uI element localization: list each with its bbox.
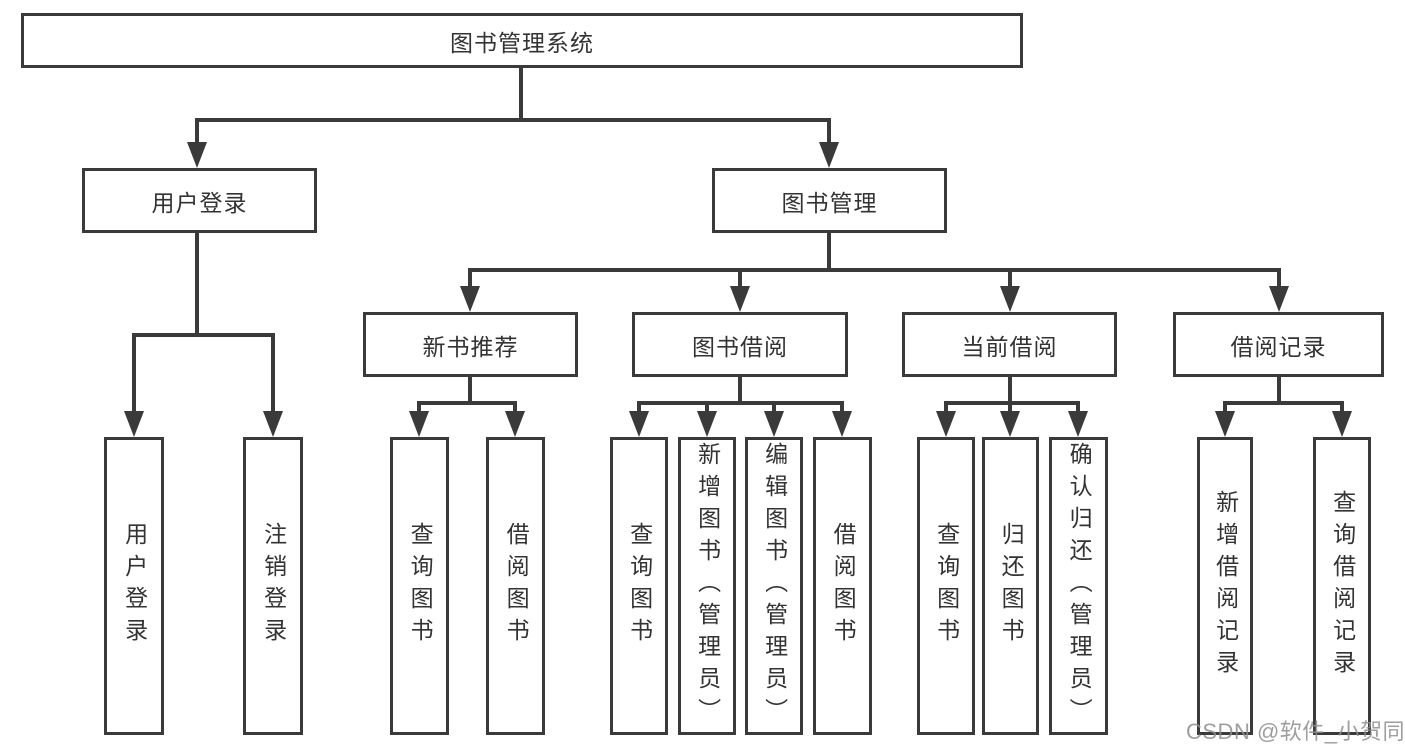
leaf-borrowing-borrow-books-label: 借阅图书 [830,522,857,650]
node-root: 图书管理系统 [21,13,1023,68]
node-book-borrowing: 图书借阅 [632,312,848,377]
leaf-logout: 注销登录 [243,437,303,735]
leaf-borrowing-query-books-label: 查询图书 [626,522,653,650]
leaf-records-query-record-label: 查询借阅记录 [1329,490,1356,682]
node-new-book-recommend-label: 新书推荐 [422,333,519,360]
leaf-current-query-books: 查询图书 [917,437,975,735]
leaf-current-return-books: 归还图书 [982,437,1039,735]
node-user-login-label: 用户登录 [151,189,248,216]
leaf-user-login: 用户登录 [104,437,164,735]
node-new-book-recommend: 新书推荐 [363,312,578,377]
leaf-current-confirm-return-admin-label: 确认归还（管理员） [1066,442,1093,730]
leaf-borrowing-edit-books-admin-label: 编辑图书（管理员） [761,442,788,730]
leaf-newrec-borrow-books-label: 借阅图书 [503,522,530,650]
leaf-newrec-query-books-label: 查询图书 [407,522,434,650]
leaf-current-confirm-return-admin: 确认归还（管理员） [1049,437,1108,735]
node-book-borrowing-label: 图书借阅 [692,333,788,360]
node-borrow-records-label: 借阅记录 [1230,333,1327,360]
leaf-borrowing-edit-books-admin: 编辑图书（管理员） [745,437,803,735]
watermark: CSDN @软件_小贺同学 [1186,719,1405,744]
leaf-newrec-query-books: 查询图书 [390,437,449,735]
leaf-newrec-borrow-books: 借阅图书 [486,437,545,735]
leaf-borrowing-add-books-admin-label: 新增图书（管理员） [694,442,721,730]
leaf-records-add-record: 新增借阅记录 [1197,437,1253,735]
node-book-management: 图书管理 [712,168,947,233]
node-user-login: 用户登录 [82,168,317,233]
leaf-borrowing-add-books-admin: 新增图书（管理员） [678,437,736,735]
leaf-user-login-label: 用户登录 [121,522,148,650]
leaf-borrowing-query-books: 查询图书 [610,437,668,735]
node-book-management-label: 图书管理 [781,189,878,216]
node-borrow-records: 借阅记录 [1173,312,1384,377]
leaf-current-query-books-label: 查询图书 [933,522,960,650]
leaf-current-return-books-label: 归还图书 [998,522,1025,650]
node-root-label: 图书管理系统 [450,29,594,56]
leaf-records-add-record-label: 新增借阅记录 [1212,490,1239,682]
leaf-borrowing-borrow-books: 借阅图书 [813,437,872,735]
node-current-borrowing: 当前借阅 [902,312,1117,377]
leaf-records-query-record: 查询借阅记录 [1313,437,1371,735]
leaf-logout-label: 注销登录 [260,522,287,650]
node-current-borrowing-label: 当前借阅 [961,333,1058,360]
